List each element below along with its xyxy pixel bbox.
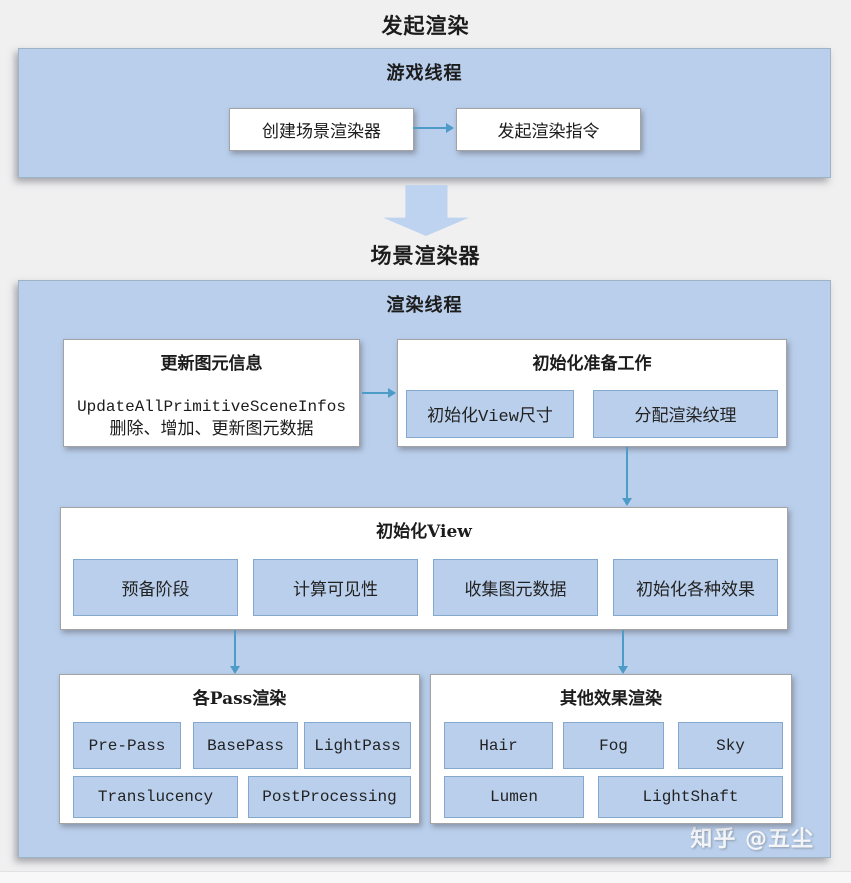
node-create-scene-renderer: 创建场景渲染器 — [229, 108, 414, 151]
chip-fog-label: Fog — [599, 736, 628, 755]
chip-hair-label: Hair — [479, 736, 518, 755]
chip-sky: Sky — [678, 722, 783, 769]
big-down-arrow-icon — [383, 185, 469, 236]
chip-hair: Hair — [444, 722, 553, 769]
update-primitives-function: UpdateAllPrimitiveSceneInfos — [77, 398, 346, 416]
node-init-prep-title: 初始化准备工作 — [532, 354, 652, 374]
node-create-scene-renderer-label: 创建场景渲染器 — [262, 122, 381, 142]
chip-translucency: Translucency — [73, 776, 238, 818]
arrowhead-update-to-prep-icon — [388, 388, 396, 398]
arrowhead-game-nodes-icon — [446, 123, 454, 133]
chip-collect-primitive-data: 收集图元数据 — [433, 559, 598, 616]
arrowhead-prep-to-view-icon — [622, 498, 632, 506]
connector-prep-to-view — [626, 447, 628, 499]
chip-collect-primitive-data-label: 收集图元数据 — [464, 581, 567, 601]
chip-fog: Fog — [563, 722, 664, 769]
bottom-strip — [0, 871, 851, 883]
chip-init-effects-label: 初始化各种效果 — [636, 581, 755, 601]
chip-translucency-label: Translucency — [97, 788, 214, 806]
title-scene-renderer: 场景渲染器 — [370, 243, 481, 268]
node-update-primitives: 更新图元信息 UpdateAllPrimitiveSceneInfos 删除、增… — [63, 339, 360, 447]
chip-light-pass-label: LightPass — [314, 736, 401, 755]
chip-base-pass-label: BasePass — [207, 736, 284, 755]
connector-game-nodes — [413, 127, 449, 129]
chip-alloc-render-textures: 分配渲染纹理 — [593, 390, 778, 438]
chip-light-pass: LightPass — [304, 722, 411, 769]
node-pass-render-title: 各Pass渲染 — [192, 689, 287, 709]
node-init-view: 初始化View 预备阶段 计算可见性 收集图元数据 初始化各种效果 — [60, 507, 788, 630]
chip-alloc-render-textures-label: 分配渲染纹理 — [634, 408, 737, 427]
update-primitives-desc: 删除、增加、更新图元数据 — [109, 419, 314, 439]
chip-init-effects: 初始化各种效果 — [613, 559, 778, 616]
title-initiate-render: 发起渲染 — [381, 13, 470, 38]
chip-sky-label: Sky — [716, 736, 745, 755]
chip-base-pass: BasePass — [193, 722, 298, 769]
chip-lumen-label: Lumen — [489, 788, 538, 806]
node-init-prep: 初始化准备工作 初始化View尺寸 分配渲染纹理 — [397, 339, 787, 447]
chip-pre-pass-label: Pre-Pass — [88, 736, 166, 755]
watermark: 知乎 @五尘 — [690, 827, 814, 852]
chip-init-view-size-label: 初始化View尺寸 — [427, 408, 553, 427]
chip-postprocessing: PostProcessing — [248, 776, 411, 818]
game-thread-label: 游戏线程 — [386, 63, 463, 84]
arrowhead-view-to-pass-icon — [230, 666, 240, 674]
node-other-effects: 其他效果渲染 Hair Fog Sky Lumen LightShaft — [430, 674, 792, 824]
node-update-primitives-title: 更新图元信息 — [160, 354, 263, 374]
render-thread-label: 渲染线程 — [386, 295, 463, 316]
chip-compute-visibility-label: 计算可见性 — [293, 581, 378, 601]
chip-lightshaft: LightShaft — [598, 776, 783, 818]
chip-prepare-stage: 预备阶段 — [73, 559, 238, 616]
chip-lightshaft-label: LightShaft — [642, 788, 739, 806]
connector-update-to-prep — [362, 392, 390, 394]
node-other-effects-title: 其他效果渲染 — [560, 689, 662, 709]
game-thread-panel: 游戏线程 创建场景渲染器 发起渲染指令 — [18, 48, 831, 178]
chip-prepare-stage-label: 预备阶段 — [121, 581, 190, 601]
node-pass-render: 各Pass渲染 Pre-Pass BasePass LightPass Tran… — [59, 674, 420, 824]
chip-lumen: Lumen — [444, 776, 584, 818]
chip-init-view-size: 初始化View尺寸 — [406, 390, 574, 438]
node-issue-render-command-label: 发起渲染指令 — [497, 122, 600, 142]
chip-compute-visibility: 计算可见性 — [253, 559, 418, 616]
connector-view-to-pass — [234, 630, 236, 668]
node-issue-render-command: 发起渲染指令 — [456, 108, 641, 151]
connector-view-to-other — [622, 630, 624, 668]
node-init-view-title: 初始化View — [376, 522, 472, 542]
chip-postprocessing-label: PostProcessing — [262, 788, 397, 806]
node-update-primitives-body: UpdateAllPrimitiveSceneInfos 删除、增加、更新图元数… — [64, 396, 359, 440]
arrowhead-view-to-other-icon — [618, 666, 628, 674]
chip-pre-pass: Pre-Pass — [73, 722, 181, 769]
